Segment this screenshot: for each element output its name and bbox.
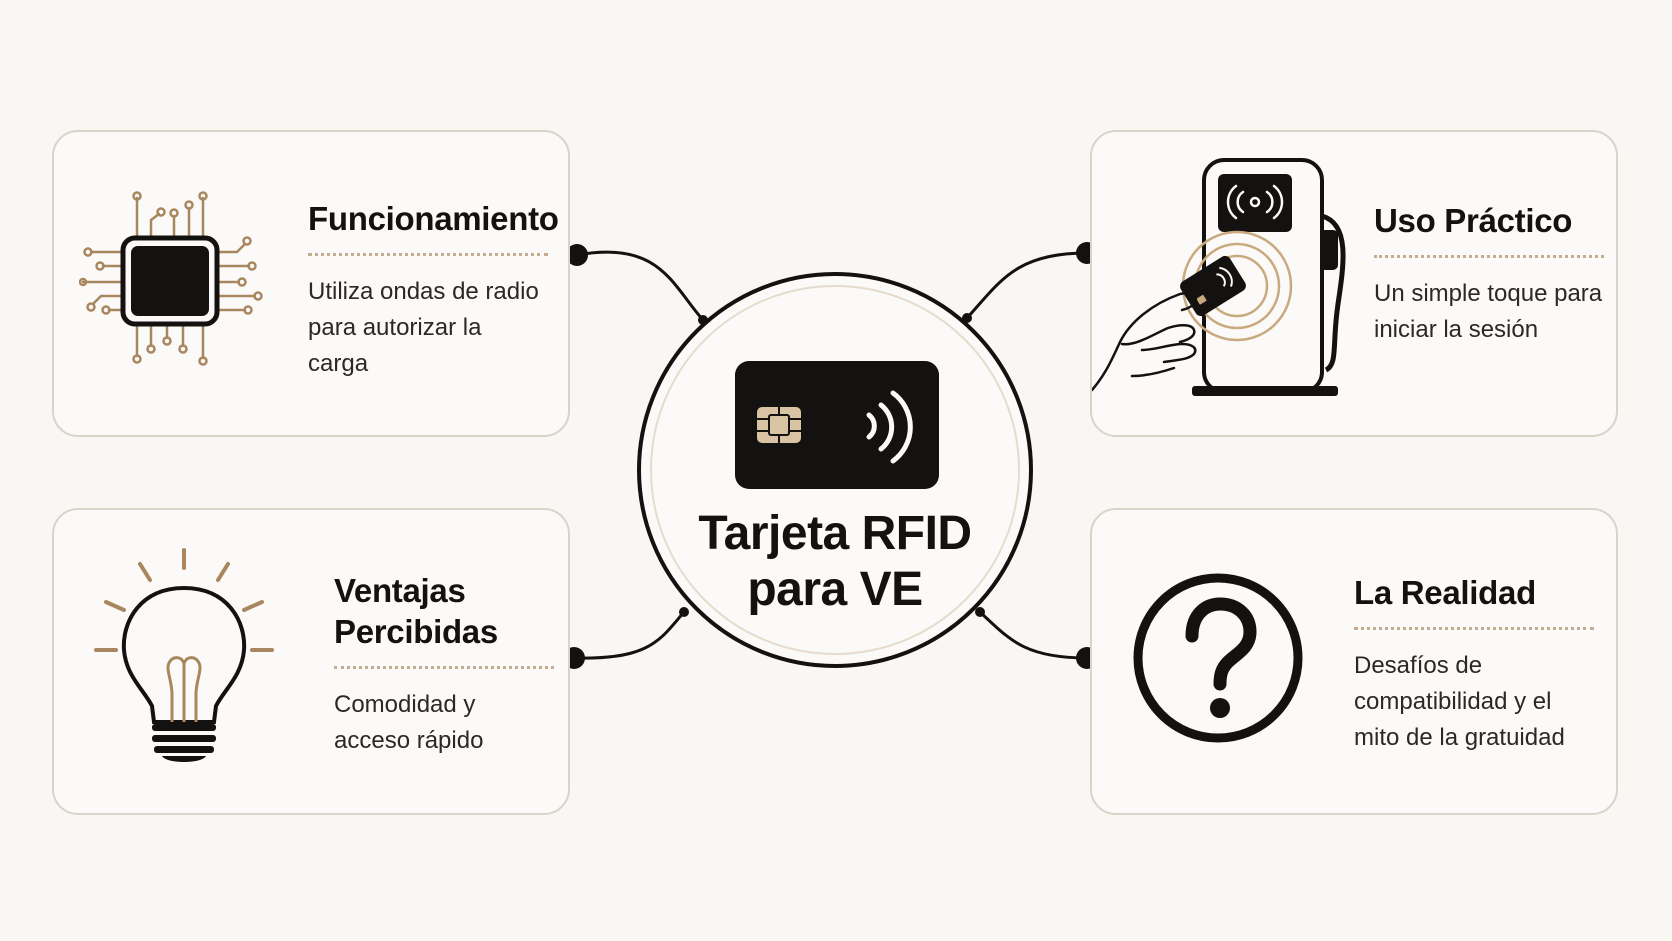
title-divider: [334, 666, 554, 669]
card-uso-practico: Uso Práctico Un simple toque para inicia…: [1090, 130, 1618, 437]
card-ventajas-percibidas: Ventajas Percibidas Comodidad y acceso r…: [52, 508, 570, 815]
card-title-uso-practico: Uso Práctico: [1374, 202, 1573, 239]
connector-top-right: [965, 251, 1088, 320]
title-divider: [1374, 255, 1604, 258]
rfid-card-icon: [735, 361, 939, 489]
card-funcionamiento: Funcionamiento Utiliza ondas de radio pa…: [52, 130, 570, 437]
card-title-ventajas-percibidas: Ventajas Percibidas: [334, 572, 498, 650]
card-desc-funcionamiento: Utiliza ondas de radio para autorizar la…: [308, 278, 539, 377]
title-divider: [308, 253, 548, 256]
lightbulb-icon: [94, 548, 274, 762]
charging-station-tap-icon: [1092, 158, 1346, 396]
connector-bottom-right: [978, 610, 1088, 660]
microchip-icon: [79, 191, 263, 366]
card-desc-ventajas-percibidas: Comodidad y acceso rápido: [334, 691, 484, 754]
question-mark-icon: [1133, 573, 1303, 743]
title-divider: [1354, 627, 1594, 630]
connector-dot-top-left: [566, 244, 588, 266]
card-title-funcionamiento: Funcionamiento: [308, 200, 559, 237]
hub-title: Tarjeta RFID para VE: [698, 507, 972, 616]
card-title-la-realidad: La Realidad: [1354, 574, 1536, 611]
center-hub: Tarjeta RFID para VE: [637, 272, 1033, 668]
card-desc-uso-practico: Un simple toque para iniciar la sesión: [1374, 280, 1603, 343]
card-la-realidad: La Realidad Desafíos de compatibilidad y…: [1090, 508, 1618, 815]
connector-top-left: [576, 250, 705, 321]
card-desc-la-realidad: Desafíos de compatibilidad y el mito de …: [1354, 652, 1565, 751]
connector-bottom-left: [573, 611, 686, 660]
